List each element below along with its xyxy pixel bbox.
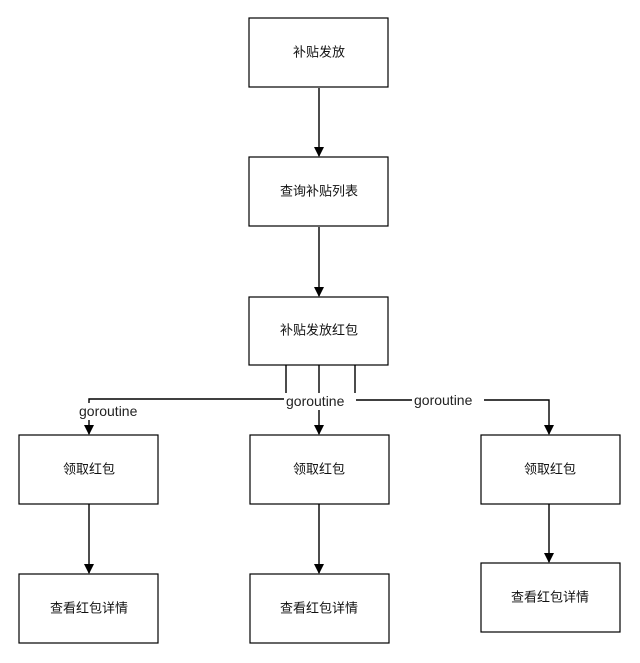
- goroutine-label-left: goroutine: [79, 403, 138, 419]
- node-detail-right: 查看红包详情: [480, 562, 621, 633]
- edge-red-packet-to-receive-left: [84, 365, 287, 435]
- node-receive-left-label: 领取红包: [63, 462, 115, 478]
- goroutine-label-center: goroutine: [286, 393, 345, 409]
- node-detail-left-label: 查看红包详情: [50, 601, 128, 617]
- node-issue-subsidy-label: 补贴发放: [293, 45, 345, 61]
- node-receive-right: 领取红包: [480, 434, 621, 505]
- node-issue-red-packet: 补贴发放红包: [248, 296, 389, 366]
- node-receive-left: 领取红包: [18, 434, 159, 505]
- node-issue-subsidy: 补贴发放: [248, 17, 389, 88]
- node-receive-center-label: 领取红包: [293, 462, 345, 478]
- node-receive-right-label: 领取红包: [524, 462, 576, 478]
- node-detail-center-label: 查看红包详情: [280, 601, 358, 617]
- node-issue-red-packet-label: 补贴发放红包: [280, 323, 358, 339]
- node-detail-right-label: 查看红包详情: [511, 590, 589, 606]
- goroutine-label-right: goroutine: [414, 392, 473, 408]
- node-receive-center: 领取红包: [249, 434, 390, 505]
- node-query-subsidy-list-label: 查询补贴列表: [280, 185, 358, 200]
- edge-labels: goroutine goroutine goroutine: [76, 392, 484, 420]
- node-detail-center: 查看红包详情: [249, 573, 390, 644]
- node-detail-left: 查看红包详情: [18, 573, 159, 644]
- node-query-subsidy-list: 查询补贴列表: [248, 156, 389, 227]
